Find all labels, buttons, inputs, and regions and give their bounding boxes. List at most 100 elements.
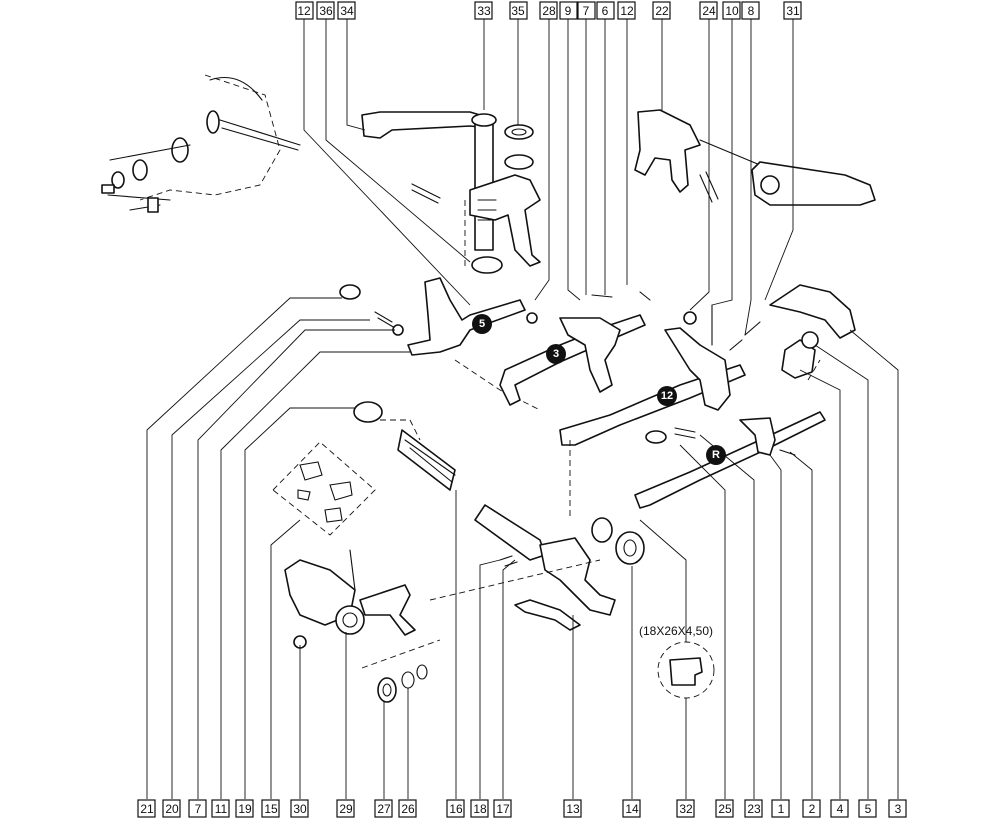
upper-right-fork-rod: [634, 109, 876, 206]
svg-text:15: 15: [264, 802, 278, 816]
gear-badge-3: 3: [546, 344, 566, 364]
svg-text:10: 10: [725, 4, 739, 18]
svg-text:5: 5: [479, 318, 485, 330]
svg-text:R: R: [712, 449, 720, 461]
svg-text:12: 12: [297, 4, 311, 18]
svg-text:23: 23: [747, 802, 761, 816]
callout-label: 25: [715, 799, 734, 818]
svg-text:20: 20: [165, 802, 179, 816]
callout-label: 14: [622, 799, 641, 818]
svg-text:3: 3: [553, 348, 559, 360]
svg-text:6: 6: [602, 4, 609, 18]
lever-13-assembly: [474, 504, 645, 631]
svg-text:25: 25: [718, 802, 732, 816]
fork-5-assembly: [339, 277, 541, 411]
svg-text:4: 4: [837, 802, 844, 816]
svg-text:16: 16: [449, 802, 463, 816]
gear-badge-R: R: [706, 445, 726, 465]
callout-label: 18: [470, 799, 489, 818]
fork-3-assembly: [499, 291, 651, 406]
svg-text:19: 19: [238, 802, 252, 816]
gearbox-overview-sketch: [101, 74, 301, 213]
svg-text:12: 12: [661, 390, 673, 402]
bottom-callout-labels: 21 20 7 11 19 15 30 29 27 26 16 18 17 13…: [137, 799, 907, 818]
construction-lines: [429, 359, 821, 601]
svg-text:24: 24: [702, 4, 716, 18]
callout-label: 7: [188, 799, 207, 818]
spring-and-roller: [353, 401, 456, 491]
leader-lines: [146, 19, 899, 799]
callout-label: 19: [235, 799, 254, 818]
svg-text:22: 22: [655, 4, 669, 18]
svg-text:9: 9: [565, 4, 572, 18]
upper-fork-assembly: [361, 111, 541, 274]
callout-label: 34: [337, 1, 356, 20]
svg-text:26: 26: [401, 802, 415, 816]
callout-label: 26: [398, 799, 417, 818]
callout-label: 2: [802, 799, 821, 818]
svg-text:1: 1: [778, 802, 785, 816]
callout-label: 17: [493, 799, 512, 818]
svg-text:31: 31: [786, 4, 800, 18]
callout-label: 12: [617, 1, 636, 20]
callout-label: 13: [563, 799, 582, 818]
callout-label: 20: [162, 799, 181, 818]
callout-label: 1: [771, 799, 790, 818]
top-callout-labels: 12 36 34 33 35 28 9 7 6 12 22 24 10 8 31: [295, 1, 802, 20]
svg-text:5: 5: [865, 802, 872, 816]
right-link-parts: [729, 284, 856, 379]
svg-text:29: 29: [339, 802, 353, 816]
callout-label: 8: [741, 1, 760, 20]
callout-label: 12: [295, 1, 314, 20]
fork-12-assembly: [559, 304, 746, 446]
svg-text:34: 34: [340, 4, 354, 18]
svg-text:30: 30: [293, 802, 307, 816]
svg-text:27: 27: [377, 802, 391, 816]
callout-label: 15: [261, 799, 280, 818]
gear-badges: 5 3 12 R: [472, 314, 726, 465]
callout-label: 6: [596, 1, 615, 20]
callout-label: 28: [539, 1, 558, 20]
callout-label: 32: [676, 799, 695, 818]
callout-label: 16: [446, 799, 465, 818]
lever-29-assembly: [284, 549, 416, 649]
callout-label: 4: [830, 799, 849, 818]
svg-text:35: 35: [511, 4, 525, 18]
svg-text:36: 36: [319, 4, 333, 18]
svg-text:21: 21: [140, 802, 154, 816]
svg-text:7: 7: [195, 802, 202, 816]
callout-label: 24: [699, 1, 718, 20]
seal-detail-32: [657, 641, 715, 699]
washers-27-26: [361, 639, 441, 703]
dimension-note: (18X26X4,50): [639, 624, 713, 638]
callout-label: 36: [316, 1, 335, 20]
gear-badge-5: 5: [472, 314, 492, 334]
svg-text:2: 2: [809, 802, 816, 816]
svg-text:14: 14: [625, 802, 639, 816]
callout-label: 33: [474, 1, 493, 20]
part-drawings: [101, 74, 876, 703]
svg-text:17: 17: [496, 802, 510, 816]
svg-text:3: 3: [895, 802, 902, 816]
callout-label: 29: [336, 799, 355, 818]
gear-badge-12: 12: [657, 386, 677, 406]
callout-label: 22: [652, 1, 671, 20]
clip-kit-box: [272, 441, 376, 536]
callout-label: 35: [509, 1, 528, 20]
callout-label: 11: [211, 799, 230, 818]
callout-label: 9: [559, 1, 578, 20]
svg-text:8: 8: [748, 4, 755, 18]
callout-label: 10: [722, 1, 741, 20]
callout-label: 7: [577, 1, 596, 20]
callout-label: 21: [137, 799, 156, 818]
svg-text:11: 11: [215, 802, 228, 816]
callout-label: 3: [888, 799, 907, 818]
callout-label: 5: [858, 799, 877, 818]
svg-text:13: 13: [566, 802, 580, 816]
callout-label: 23: [744, 799, 763, 818]
svg-text:12: 12: [620, 4, 634, 18]
callout-label: 30: [290, 799, 309, 818]
svg-text:28: 28: [542, 4, 556, 18]
callout-label: 27: [374, 799, 393, 818]
